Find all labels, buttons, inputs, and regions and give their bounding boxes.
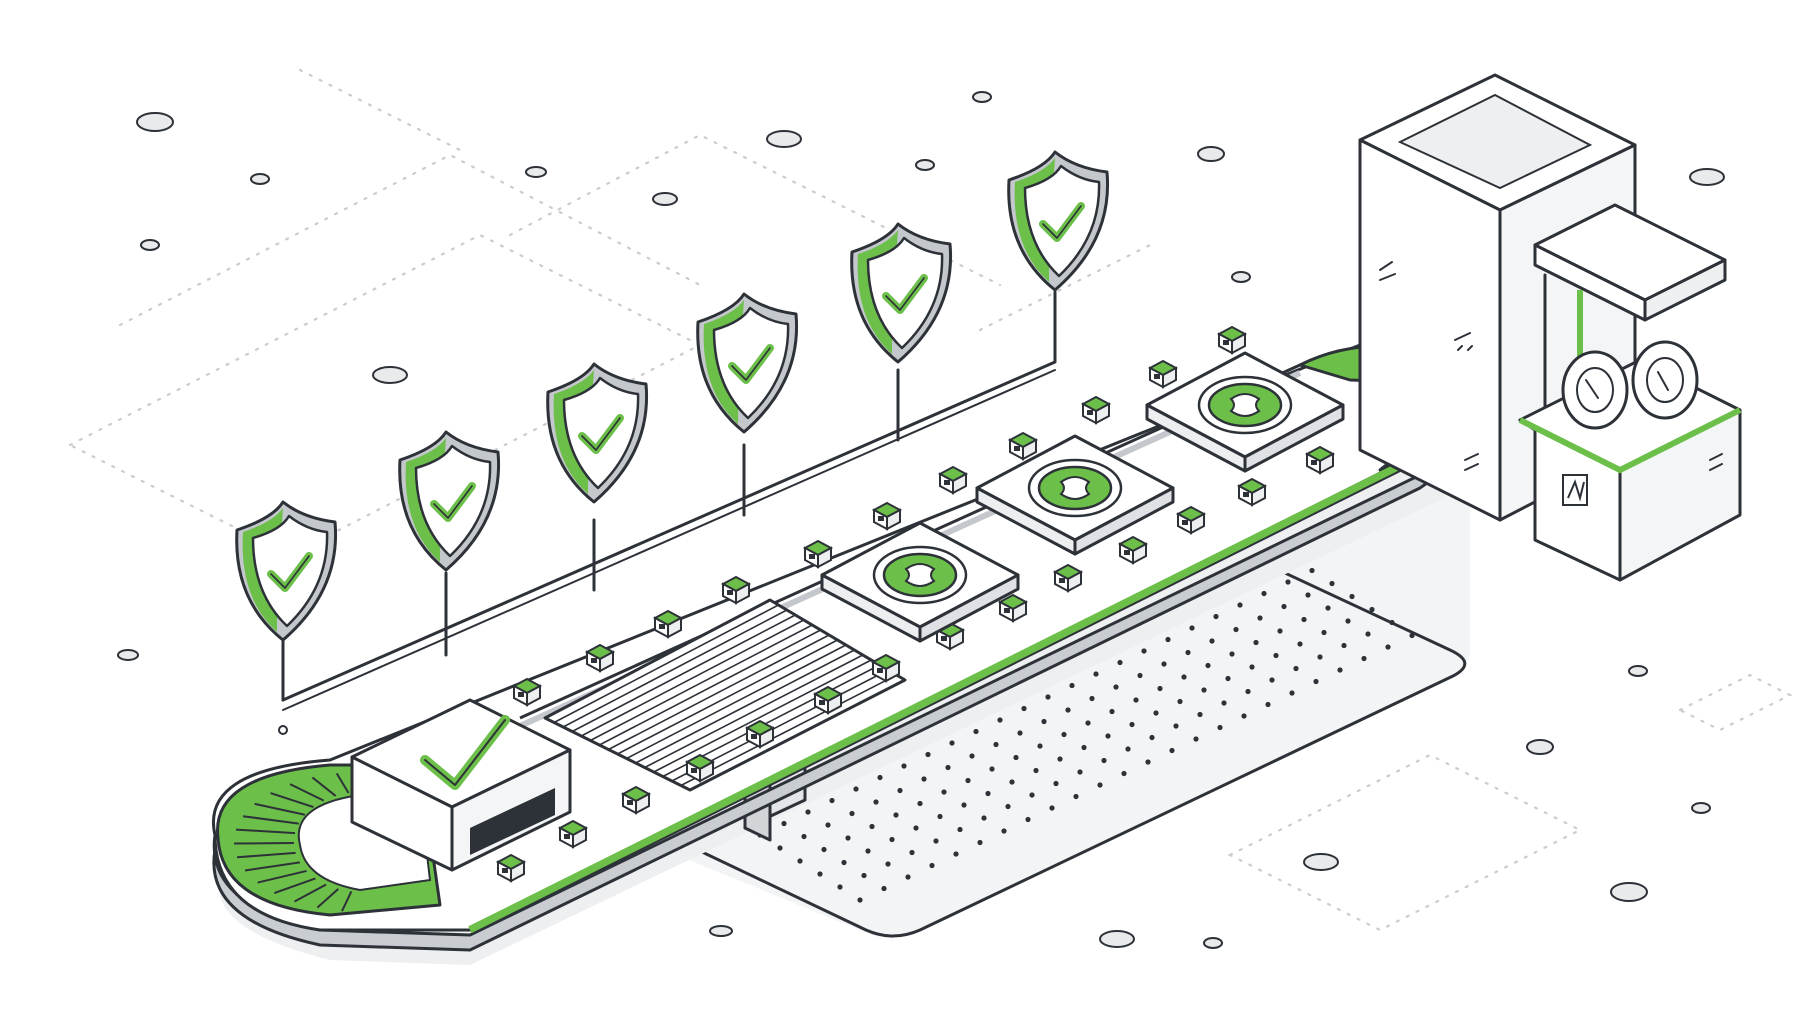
- server-icon: [1358, 73, 1742, 582]
- module-tiles: [820, 351, 1345, 643]
- shield-connector-lines: [278, 290, 1057, 735]
- background-bubbles: [117, 91, 1725, 949]
- belt-studs: [495, 325, 1400, 883]
- shield-check-icon: [850, 222, 953, 364]
- shield-check-icon: [696, 292, 799, 434]
- shield-check-icon: [235, 500, 338, 642]
- module-icon: [975, 434, 1175, 556]
- package-icon: [350, 698, 572, 872]
- shield-check-icon: [398, 430, 501, 572]
- shield-row: [235, 150, 1110, 642]
- belt-slats: [543, 598, 907, 792]
- shield-check-icon: [1007, 150, 1110, 292]
- module-icon: [1145, 351, 1345, 473]
- module-icon: [820, 521, 1020, 643]
- shield-check-icon: [546, 362, 649, 504]
- cog-icon: [1561, 340, 1699, 430]
